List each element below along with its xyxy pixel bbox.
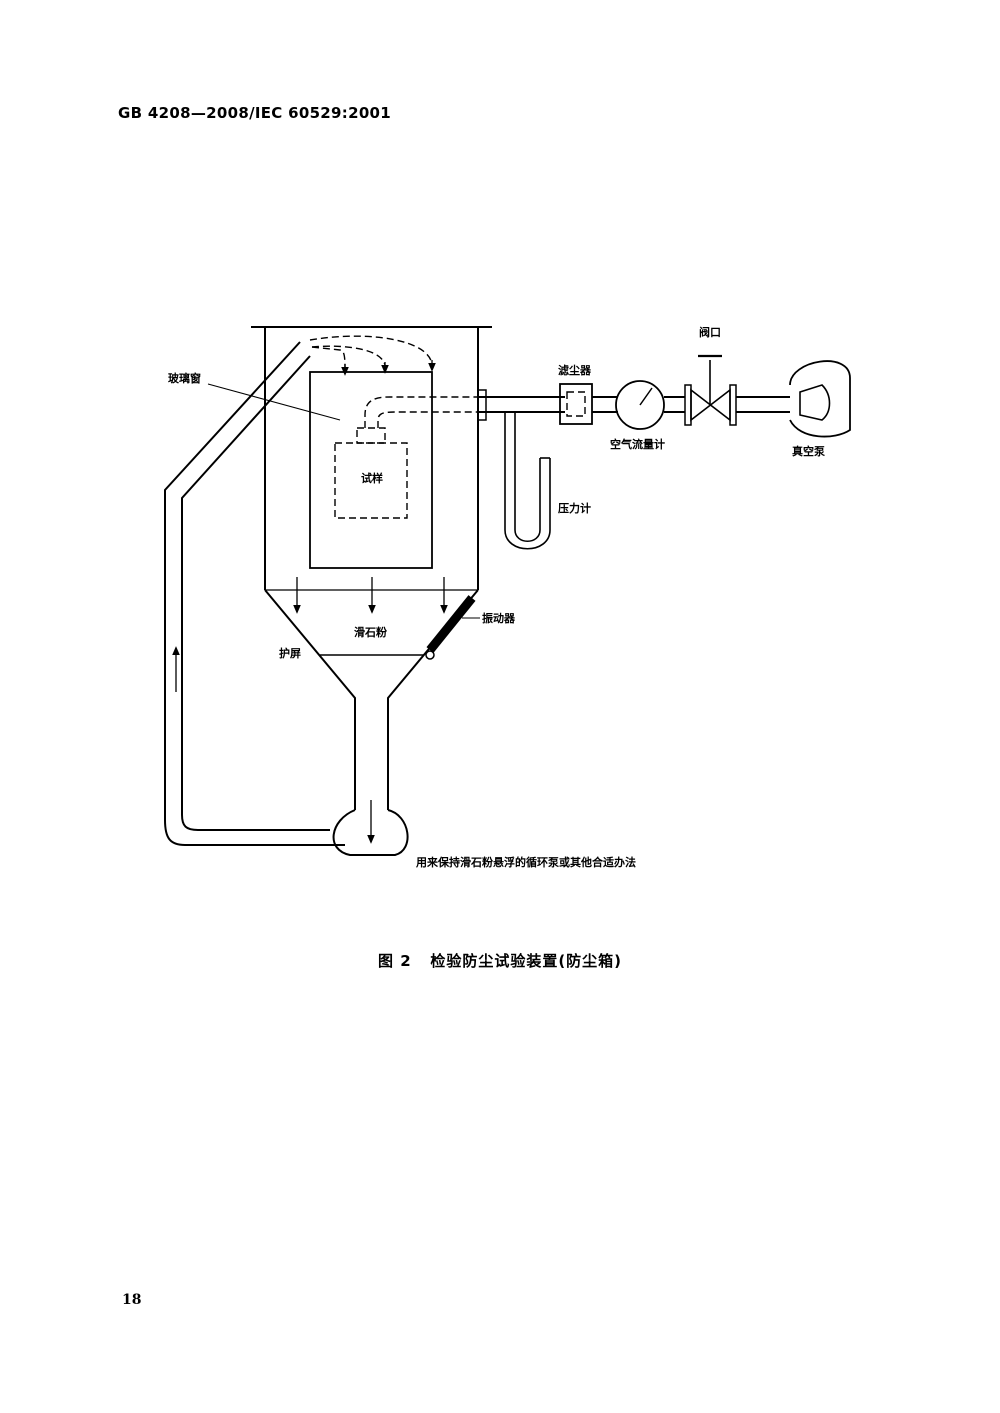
label-filter: 滤尘器: [558, 363, 592, 377]
circulation-pump: [332, 809, 409, 856]
page-number: 18: [122, 1292, 142, 1308]
label-vacuum-pump: 真空泵: [792, 444, 825, 458]
standard-code-header: GB 4208—2008/IEC 60529:2001: [118, 104, 392, 122]
hopper-right: [387, 589, 479, 810]
glass-window: [309, 371, 433, 569]
figure-number: 图 2: [377, 952, 412, 970]
label-glass-window: 玻璃窗: [168, 371, 201, 385]
flowmeter-dial: [615, 380, 665, 430]
return-tube-outer: [164, 341, 345, 846]
figure-caption: 图 2 检验防尘试验装置(防尘箱): [0, 950, 1000, 971]
vibrator: [426, 595, 476, 653]
return-tube-inner: [181, 355, 330, 831]
filter-box: [559, 383, 593, 425]
label-valve: 阀口: [699, 325, 721, 339]
label-talcum: 滑石粉: [354, 625, 387, 639]
label-specimen: 试样: [361, 471, 383, 485]
label-circulation-pump: 用来保持滑石粉悬浮的循环泵或其他合适办法: [416, 855, 636, 869]
label-vibrator: 振动器: [482, 611, 516, 625]
pipe-flange: [477, 389, 487, 421]
label-screen: 护屏: [279, 646, 301, 660]
manometer-tube: [504, 412, 551, 550]
vacuum-pump: [789, 360, 851, 438]
valve-body: [690, 388, 731, 422]
label-flowmeter: 空气流量计: [610, 437, 665, 451]
figure-title: 检验防尘试验装置(防尘箱): [430, 952, 623, 970]
hopper-left: [264, 589, 356, 810]
label-manometer: 压力计: [558, 501, 591, 515]
